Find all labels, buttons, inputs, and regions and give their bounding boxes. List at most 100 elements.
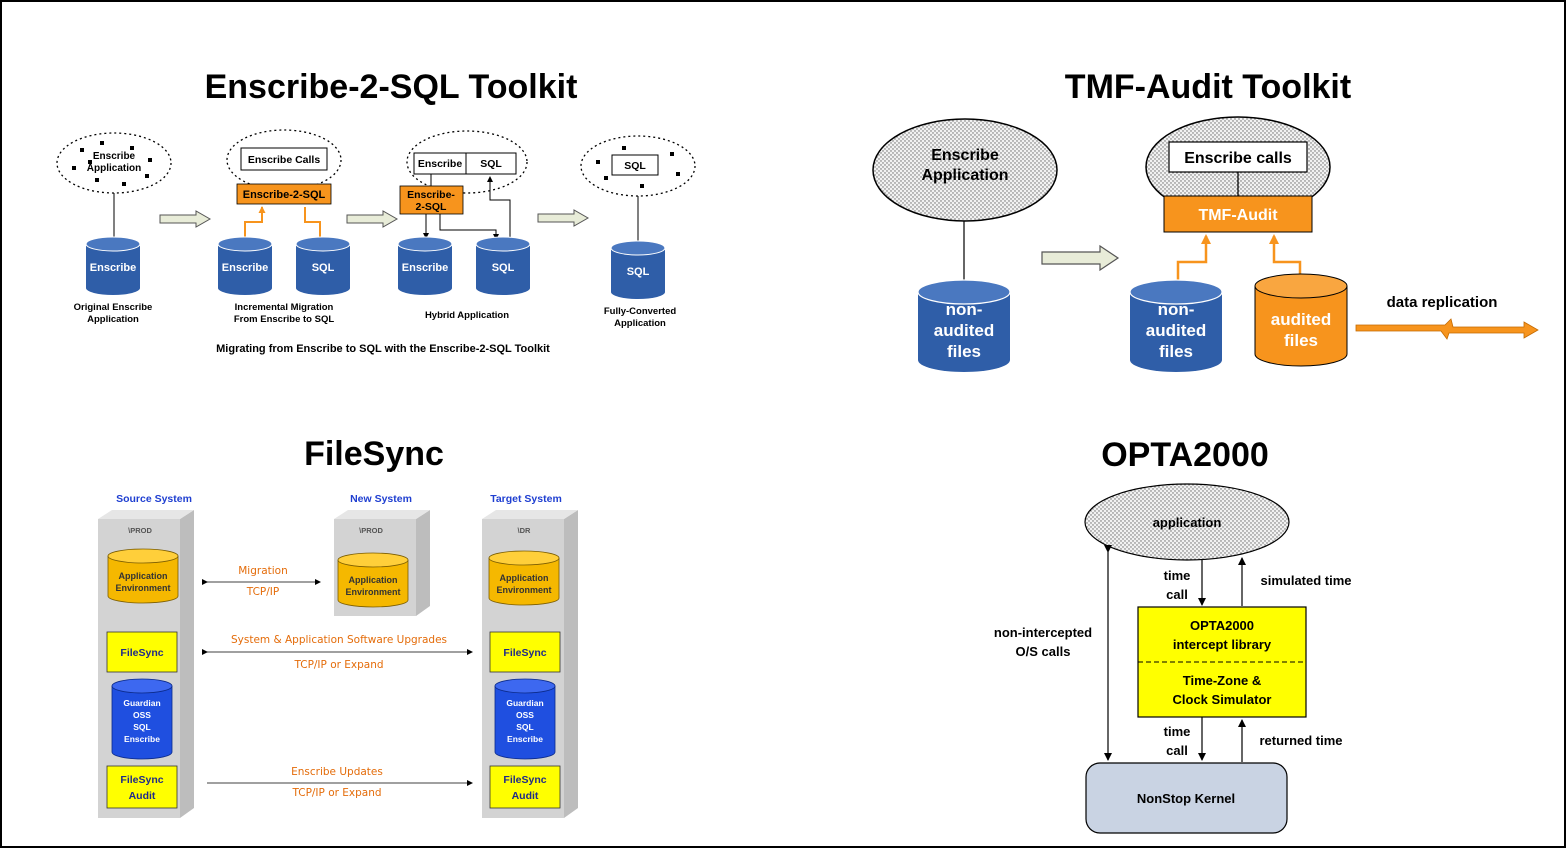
- opta-timecall-top-2: call: [1166, 587, 1188, 602]
- stage2-incremental: Enscribe Calls Enscribe-2-SQL Enscribe S…: [217, 129, 351, 325]
- fs-source-filesync: FileSync: [120, 647, 163, 659]
- tmf-db-mid-2: audited: [1146, 321, 1206, 340]
- tmf-db-right-1: audited: [1271, 310, 1331, 329]
- stage3-db2-label: SQL: [492, 262, 515, 274]
- fs-source-db: Guardian OSS SQL Enscribe: [111, 678, 173, 760]
- fs-source-db-1: Guardian: [123, 698, 160, 708]
- fs-source-audit-2: Audit: [129, 790, 156, 802]
- fs-target-filesync-box: [489, 631, 561, 673]
- stage2-db2-label: SQL: [312, 262, 335, 274]
- stage-arrow-2: [346, 210, 399, 228]
- stage1-original: Enscribe Application Enscribe Original E…: [56, 132, 172, 325]
- opta-simulated-label: simulated time: [1260, 573, 1351, 588]
- stage3-calls-sql-box: [465, 152, 517, 175]
- tmf-db-left-1: non-: [946, 300, 983, 319]
- stage2-orange-link-1: [244, 206, 266, 238]
- fs-target-filesync: FileSync: [503, 647, 546, 659]
- opta-kernel-label: NonStop Kernel: [1137, 791, 1235, 806]
- stage1-app-line1: Enscribe: [93, 151, 136, 162]
- stage2-calls-box: [240, 147, 328, 171]
- filesync-panel: FileSync Source System New System Target…: [98, 435, 578, 818]
- tmf-calls-box: [1168, 141, 1308, 173]
- tmf-transition-arrow: [1041, 244, 1120, 272]
- fs-source-appenv-1: Application: [119, 571, 168, 581]
- stage2-tool-box: [236, 183, 332, 205]
- fs-new-appenv-1: Application: [349, 575, 398, 585]
- stage3-tool-line2: 2-SQL: [416, 201, 448, 213]
- fs-target-appenv-2: Environment: [496, 585, 551, 595]
- opta-lib-1: OPTA2000: [1190, 618, 1254, 633]
- fs-link1-top: Migration: [238, 565, 288, 577]
- stage2-tool-label: Enscribe-2-SQL: [243, 189, 326, 201]
- fs-source-db-3: SQL: [133, 722, 150, 732]
- tmf-db-left-3: files: [947, 342, 981, 361]
- tmf-db-right: audited files: [1254, 273, 1348, 367]
- stage2-db-sql: SQL: [295, 236, 351, 295]
- stage2-caption-1: Incremental Migration: [235, 302, 334, 313]
- fs-target-audit-1: FileSync: [503, 774, 546, 786]
- fs-link2-bottom: TCP/IP or Expand: [293, 659, 383, 671]
- fs-target-appenv-1: Application: [500, 573, 549, 583]
- tmf-replication-arrow: [1355, 318, 1539, 340]
- fs-link3-bottom: TCP/IP or Expand: [291, 787, 381, 799]
- stage1-db-label: Enscribe: [90, 262, 136, 274]
- fs-target-header: Target System: [490, 493, 562, 505]
- stage1-db: Enscribe: [85, 236, 141, 295]
- stage2-calls-label: Enscribe Calls: [248, 154, 321, 166]
- opta-timecall-bottom-1: time: [1164, 724, 1191, 739]
- fs-target-audit-box: [489, 765, 561, 809]
- enscribe2sql-panel: Enscribe-2-SQL Toolkit Enscribe Applicat…: [56, 68, 696, 355]
- tmf-db-left-2: audited: [934, 321, 994, 340]
- opta-nonint-1: non-intercepted: [994, 625, 1092, 640]
- stage3-tool-line1: Enscribe-: [407, 189, 455, 201]
- tmf-db-left: non- audited files: [917, 279, 1011, 372]
- enscribe2sql-title: Enscribe-2-SQL Toolkit: [205, 68, 578, 106]
- tmf-calls-label: Enscribe calls: [1184, 150, 1292, 167]
- fs-target-appenv: Application Environment: [488, 550, 560, 606]
- fs-link2-top: System & Application Software Upgrades: [231, 634, 447, 646]
- fs-source-node: \PROD: [128, 526, 152, 535]
- stage-arrow-1: [159, 210, 212, 228]
- stage3-hybrid: Enscribe SQL Enscribe- 2-SQL Enscribe SQ…: [397, 130, 531, 321]
- tmfaudit-title: TMF-Audit Toolkit: [1065, 68, 1351, 106]
- fs-target-db: Guardian OSS SQL Enscribe: [494, 678, 556, 760]
- fs-source-filesync-box: [106, 631, 178, 673]
- stage1-caption-2: Application: [87, 314, 139, 325]
- opta-lib-2: intercept library: [1173, 637, 1272, 652]
- stage2-caption-2: From Enscribe to SQL: [234, 314, 334, 325]
- opta-returned-label: returned time: [1259, 733, 1342, 748]
- stage4-caption-1: Fully-Converted: [604, 306, 677, 317]
- fs-source-header: Source System: [116, 493, 192, 505]
- tmf-db-right-2: files: [1284, 331, 1318, 350]
- stage4-calls-label: SQL: [624, 160, 646, 172]
- stage1-app-dots: [72, 141, 152, 186]
- tmf-app-line1: Enscribe: [931, 147, 999, 164]
- opta-kernel-box: [1085, 762, 1288, 834]
- stage3-db-sql: SQL: [475, 236, 531, 295]
- fs-new-appenv: Application Environment: [337, 552, 409, 608]
- enscribe2sql-caption: Migrating from Enscribe to SQL with the …: [216, 343, 550, 355]
- stage2-db1-label: Enscribe: [222, 262, 268, 274]
- stage4-caption-2: Application: [614, 318, 666, 329]
- tmf-db-mid-3: files: [1159, 342, 1193, 361]
- tmf-tool-label: TMF-Audit: [1198, 207, 1278, 224]
- opta-panel: OPTA2000 application time call simulated…: [994, 436, 1352, 834]
- fs-target-db-1: Guardian: [506, 698, 543, 708]
- stage3-calls-enscribe: Enscribe: [418, 158, 463, 170]
- opta-app-ellipse: [1084, 483, 1290, 561]
- fs-link1-bottom: TCP/IP: [246, 586, 279, 598]
- tmf-replication-label: data replication: [1387, 294, 1498, 311]
- fs-source-appenv: Application Environment: [107, 548, 179, 604]
- opta-timecall-bottom-2: call: [1166, 743, 1188, 758]
- tmf-orange-link-1: [1176, 234, 1211, 285]
- stage3-tool-box: [399, 185, 464, 215]
- stage3-calls-sql: SQL: [480, 158, 502, 170]
- filesync-title: FileSync: [304, 435, 444, 473]
- tmf-orange-link-2: [1269, 234, 1305, 288]
- stage2-orange-link-2: [304, 207, 324, 244]
- fs-target-db-4: Enscribe: [507, 734, 543, 744]
- fs-new-header: New System: [350, 493, 412, 505]
- tmf-app-line2: Application: [921, 167, 1008, 184]
- opta-timecall-top-1: time: [1164, 568, 1191, 583]
